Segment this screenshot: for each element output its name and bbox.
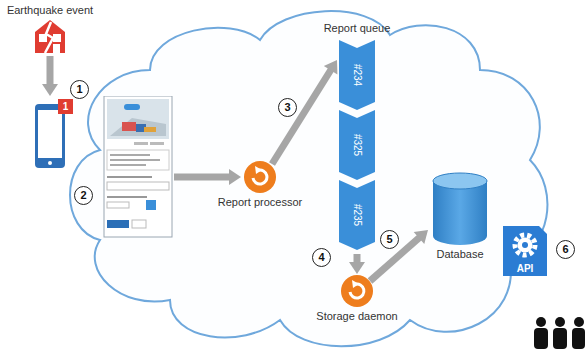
flow-arrow — [174, 169, 241, 185]
callout-number: 2 — [74, 186, 93, 205]
phone-and-app-screen — [14, 96, 174, 238]
queue-item: #235 — [351, 204, 362, 226]
queue-item: #325 — [351, 134, 362, 156]
queue-node: Report queue #234 #325 #235 — [322, 22, 393, 254]
earthquake-icon — [33, 18, 67, 54]
circle-node: Report processor — [216, 160, 304, 208]
callout-number: 5 — [380, 230, 399, 249]
notification-badge: 1 — [58, 99, 73, 114]
flow-arrow — [272, 60, 337, 164]
node-label: API — [503, 263, 547, 274]
node-label: Report processor — [216, 196, 304, 208]
node-label: Report queue — [322, 22, 393, 34]
flow-arrow — [349, 254, 365, 274]
flow-arrow — [42, 56, 58, 96]
queue-item: #234 — [351, 64, 362, 86]
db-node: Database — [430, 172, 490, 260]
phone-node: 1 — [14, 96, 174, 238]
api-node: API — [503, 226, 547, 276]
process-icon — [340, 274, 374, 308]
node-label: Storage daemon — [314, 310, 399, 322]
people-icon — [534, 317, 585, 349]
callout-number: 6 — [556, 240, 575, 259]
flow-arrow — [370, 230, 428, 281]
house-node: Earthquake event — [5, 4, 95, 54]
callout-number: 3 — [278, 98, 297, 117]
cloud-outline — [70, 11, 547, 346]
callout-number: 4 — [312, 248, 331, 267]
node-label: Earthquake event — [5, 4, 95, 16]
database-cylinder — [432, 172, 488, 246]
callout-number: 1 — [70, 80, 89, 99]
circle-node: Storage daemon — [314, 274, 399, 322]
process-icon — [243, 160, 277, 194]
node-label: Database — [430, 248, 490, 260]
